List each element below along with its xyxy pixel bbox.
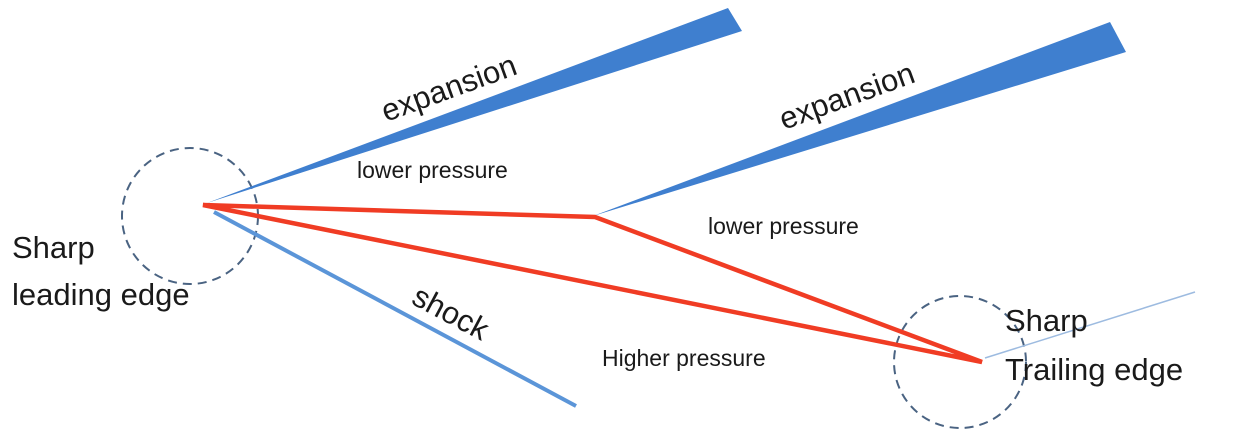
higher-pressure-label: Higher pressure: [602, 345, 766, 371]
trailing-edge-circle: [893, 295, 1027, 429]
leading-edge-label-line1: Sharp: [12, 230, 95, 265]
leading-edge-circle: [121, 147, 259, 285]
airfoil-shape: [202, 202, 983, 365]
lower-pressure-label-2: lower pressure: [708, 213, 859, 239]
trailing-edge-label-line2: Trailing edge: [1005, 352, 1183, 387]
shock-line: [213, 210, 577, 408]
lower-pressure-label-1: lower pressure: [357, 157, 508, 183]
trailing-edge-label-line1: Sharp: [1005, 303, 1088, 338]
trailing-wake-line: [984, 291, 1196, 359]
expansion-fan-leading: [207, 8, 742, 203]
expansion-fan-mid: [593, 22, 1126, 216]
leading-edge-label-line2: leading edge: [12, 277, 190, 312]
